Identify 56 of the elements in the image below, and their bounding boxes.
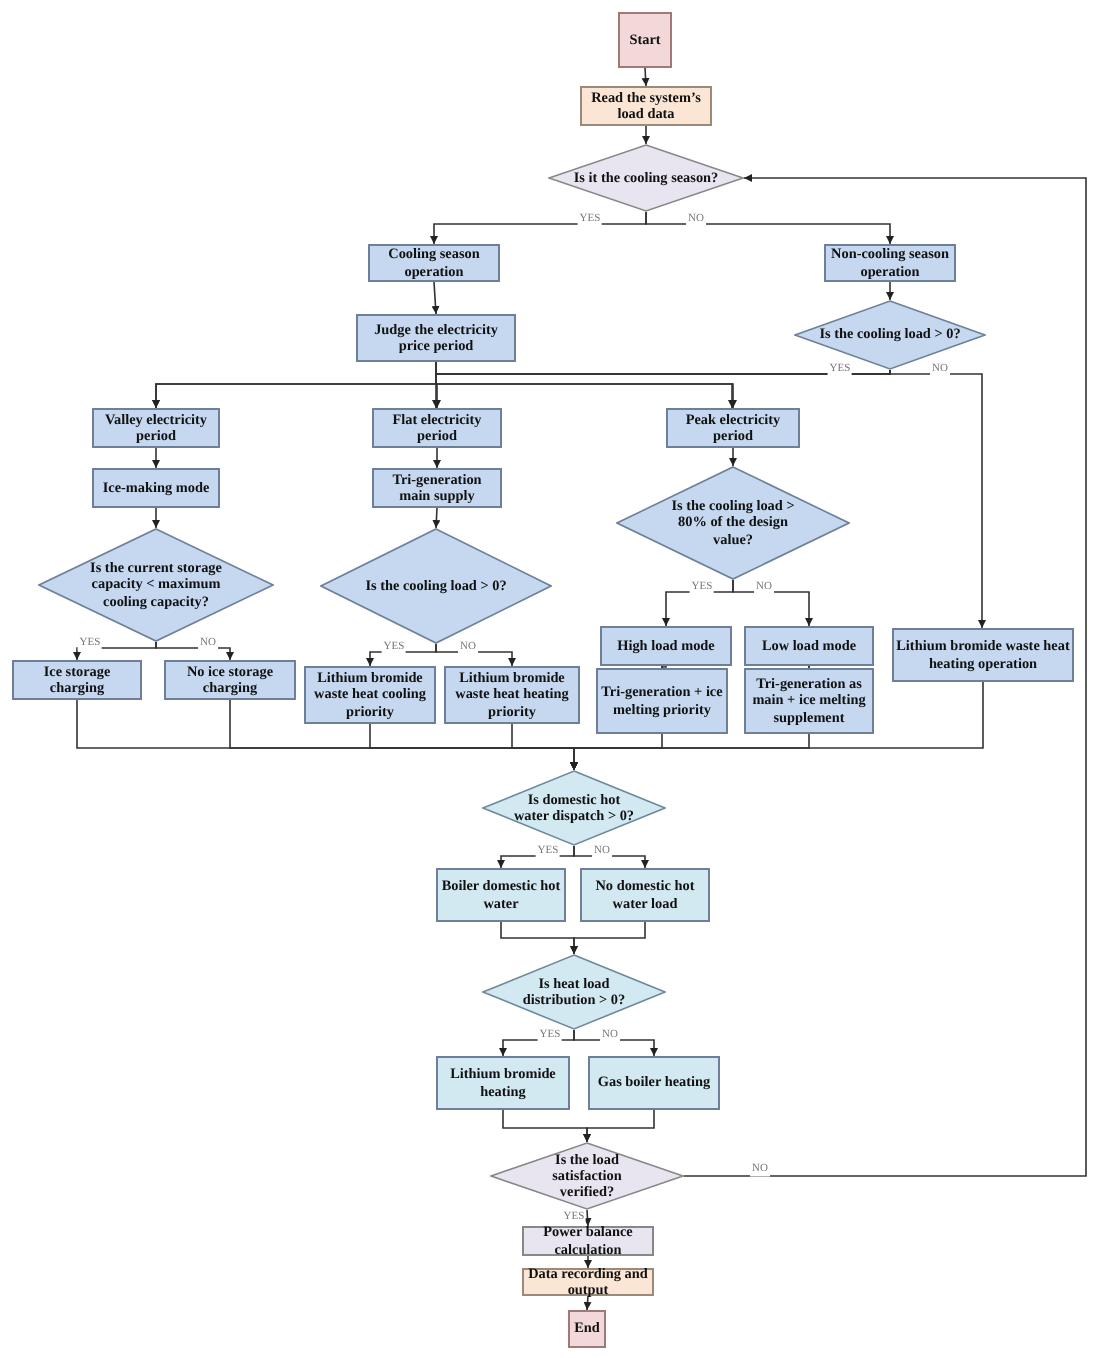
decision-diamond — [482, 954, 666, 1030]
process-box — [568, 1310, 606, 1348]
arrow — [155, 641, 234, 661]
process-box — [368, 244, 500, 282]
process-box — [304, 666, 436, 724]
arrow — [570, 921, 646, 955]
process-box — [580, 86, 712, 126]
arrow — [583, 1295, 592, 1311]
arrow — [584, 1255, 592, 1269]
decision-diamond — [482, 770, 666, 846]
decision-diamond — [616, 466, 850, 580]
decision-diamond — [320, 528, 552, 644]
process-box — [12, 660, 142, 700]
process-box — [588, 1056, 720, 1110]
arrow — [432, 507, 441, 529]
arrow — [435, 361, 737, 409]
process-box — [356, 314, 516, 362]
arrow — [73, 641, 157, 661]
decision-diamond — [794, 300, 986, 370]
process-box — [436, 1056, 570, 1110]
arrow — [645, 211, 894, 245]
arrow — [683, 174, 1087, 1177]
process-box — [372, 408, 502, 448]
process-box — [666, 408, 800, 448]
arrow — [433, 447, 441, 469]
process-box — [372, 468, 502, 508]
process-box — [596, 668, 728, 734]
process-box — [164, 660, 296, 700]
decision-diamond — [38, 528, 274, 642]
arrow — [729, 447, 737, 467]
arrow — [431, 281, 440, 315]
arrow — [152, 507, 160, 529]
arrow — [732, 579, 813, 627]
process-box — [580, 868, 710, 922]
arrow — [435, 643, 516, 667]
process-box — [92, 468, 220, 508]
decision-diamond — [548, 144, 744, 212]
arrow — [641, 67, 650, 87]
decision-diamond — [490, 1142, 684, 1210]
arrow — [152, 447, 160, 469]
arrow — [886, 281, 894, 301]
arrow — [573, 845, 649, 869]
arrow — [583, 1209, 592, 1227]
arrow — [583, 1109, 655, 1143]
arrow — [889, 369, 986, 629]
arrow — [573, 1029, 658, 1057]
process-box — [744, 626, 874, 666]
process-box — [444, 666, 580, 724]
process-box — [618, 12, 672, 68]
process-box — [600, 626, 732, 666]
process-box — [92, 408, 220, 448]
arrow — [642, 125, 650, 145]
process-box — [892, 628, 1074, 682]
process-box — [522, 1226, 654, 1256]
process-box — [436, 868, 566, 922]
arrow — [570, 681, 984, 771]
